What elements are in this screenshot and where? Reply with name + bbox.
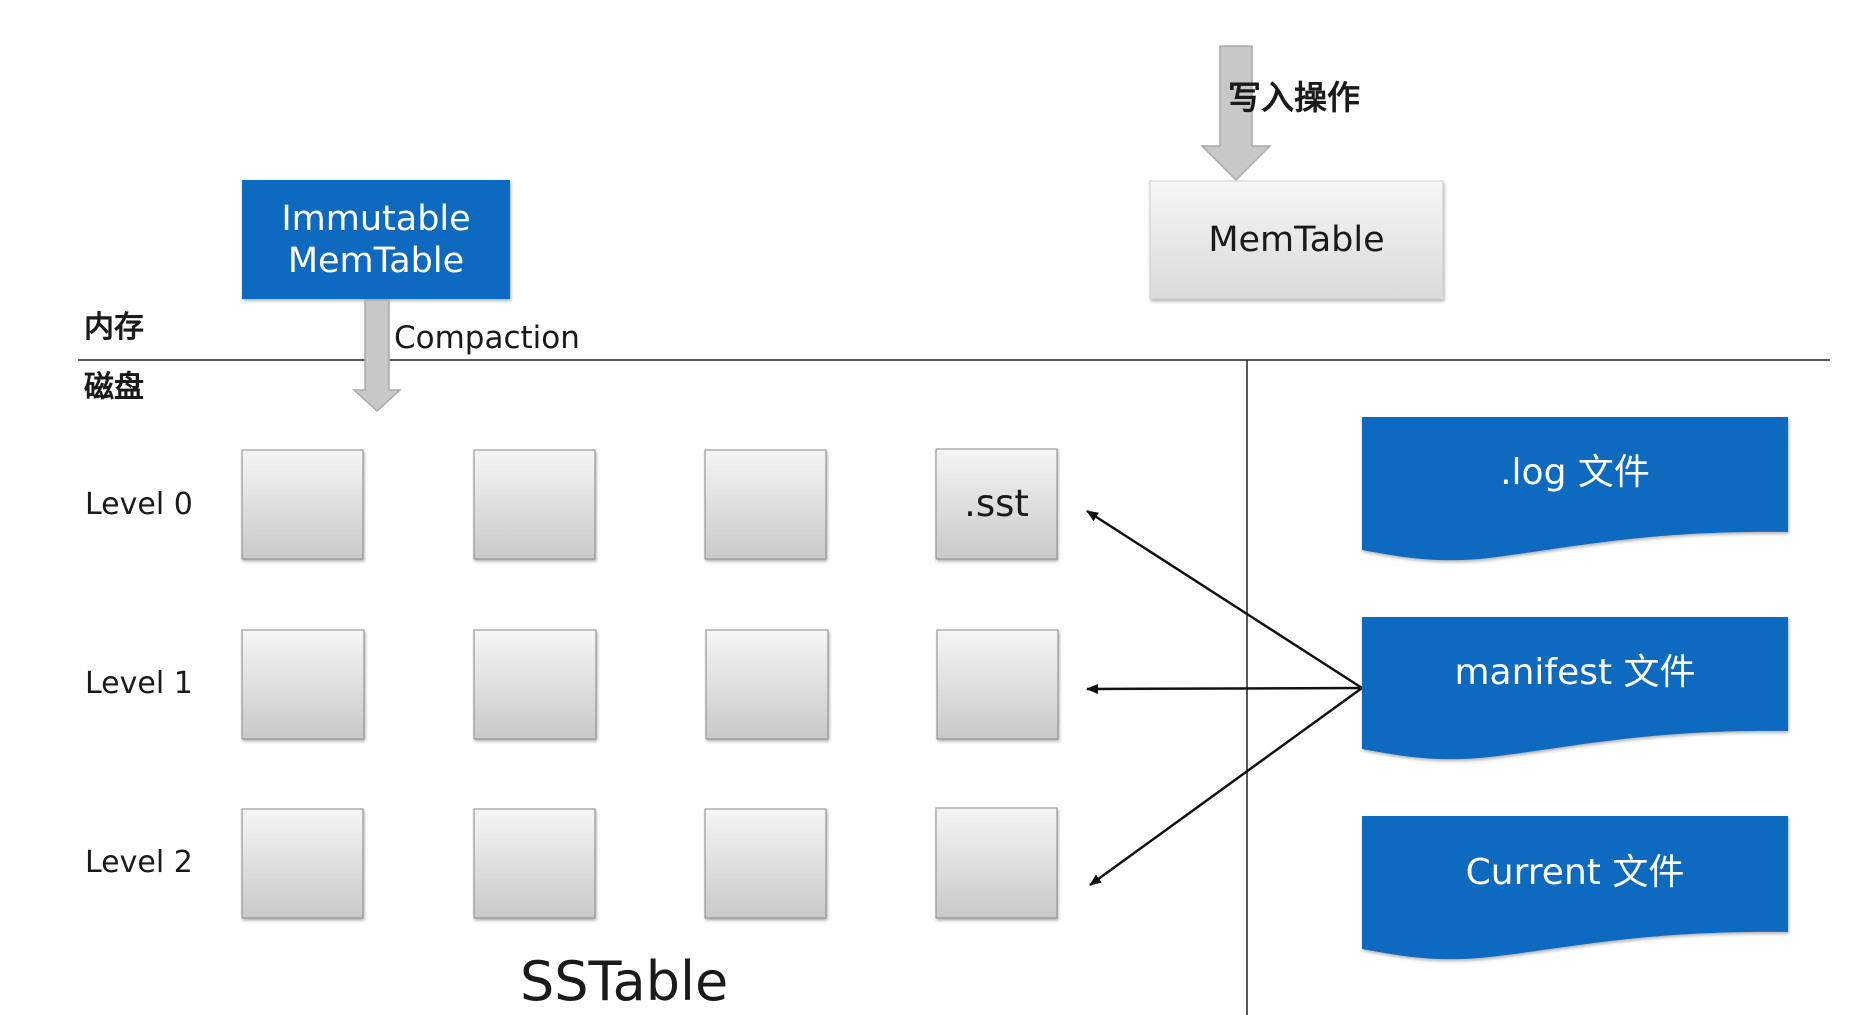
sst-box bbox=[936, 629, 1059, 740]
sst-box bbox=[705, 629, 829, 740]
memtable-label: MemTable bbox=[1208, 220, 1385, 260]
manifest-file-shape bbox=[1362, 617, 1788, 760]
immutable-memtable-label: Immutable MemTable bbox=[281, 198, 471, 281]
manifest-to-level2-arrow bbox=[1089, 686, 1363, 887]
manifest-to-level1-arrow bbox=[1086, 683, 1363, 694]
sst-box bbox=[473, 449, 596, 560]
memtable-box bbox=[1149, 180, 1444, 300]
sst-box bbox=[704, 808, 827, 919]
current-file-shape bbox=[1362, 816, 1788, 960]
log-file-label: .log 文件 bbox=[1500, 452, 1650, 494]
immutable-memtable-box bbox=[242, 180, 510, 299]
level-2-label: Level 2 bbox=[85, 845, 193, 880]
compaction-arrow bbox=[352, 299, 402, 413]
sst-box bbox=[473, 808, 596, 919]
sst-box bbox=[241, 449, 364, 560]
manifest-to-level0-arrow bbox=[1086, 509, 1363, 690]
level-0-label: Level 0 bbox=[85, 487, 193, 522]
sst-box bbox=[704, 449, 827, 560]
current-file-label: Current 文件 bbox=[1465, 852, 1685, 894]
memory-label: 内存 bbox=[84, 310, 144, 345]
sst-box bbox=[241, 808, 364, 919]
sstable-caption: SSTable bbox=[520, 950, 729, 1013]
sst-box bbox=[241, 629, 365, 740]
sst-box bbox=[473, 629, 597, 740]
sst-box-labeled bbox=[935, 448, 1058, 560]
disk-label: 磁盘 bbox=[84, 370, 144, 405]
manifest-file-label: manifest 文件 bbox=[1454, 652, 1696, 694]
compaction-label: Compaction bbox=[394, 320, 580, 356]
sst-label: .sst bbox=[964, 481, 1029, 525]
write-operation-label: 写入操作 bbox=[1228, 78, 1360, 117]
sst-box bbox=[935, 807, 1058, 919]
level-1-label: Level 1 bbox=[85, 666, 193, 701]
write-arrow bbox=[1200, 45, 1272, 182]
log-file-shape bbox=[1362, 417, 1788, 561]
